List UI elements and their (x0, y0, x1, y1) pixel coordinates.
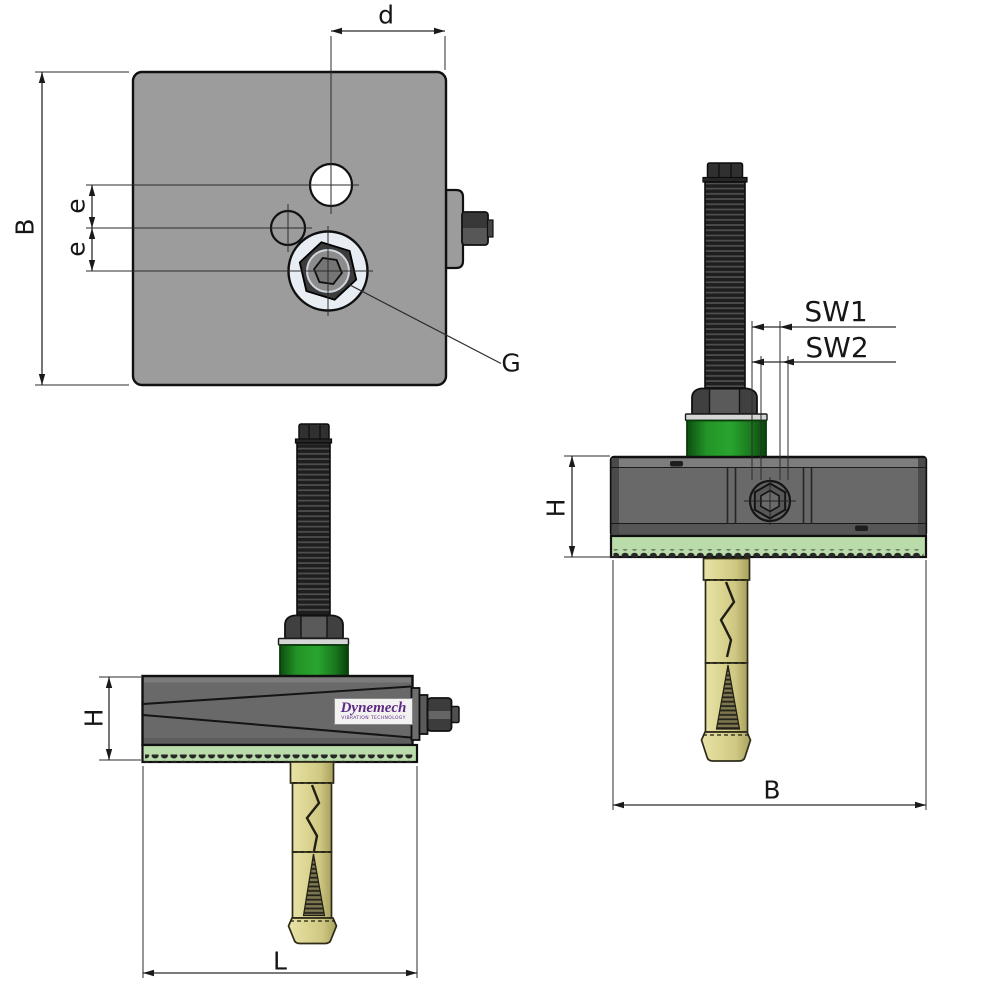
pad-side (609, 534, 928, 559)
dim-label-l: L (273, 946, 287, 976)
side-tab-top-view (444, 188, 465, 270)
dimension-sw1 (751, 321, 896, 480)
side-view (564, 162, 928, 810)
dimension-b-side (612, 560, 927, 810)
washer-front (277, 637, 350, 646)
dim-label-b-top: B (10, 218, 40, 236)
dim-label-e-lower: e (61, 241, 91, 257)
dimension-h-front (99, 676, 141, 761)
green-isolator-front (279, 644, 349, 677)
logo-brand-text: Dynemech (340, 700, 407, 717)
wedge-line-upper (142, 685, 412, 705)
washer-side (684, 413, 768, 422)
hex-nut-front (284, 614, 344, 640)
dimension-sw2 (752, 356, 896, 480)
anchor-tip-side (700, 731, 752, 762)
threaded-rod-side (702, 162, 748, 389)
dim-label-sw2: SW2 (805, 331, 869, 364)
mount-body-side (609, 455, 928, 538)
dimension-d (331, 27, 446, 70)
dim-label-h-side: H (541, 498, 571, 518)
dim-label-h-front: H (79, 708, 109, 728)
top-view (35, 27, 502, 387)
pilot-hole (264, 204, 312, 252)
dim-label-sw1: SW1 (804, 295, 868, 328)
dimension-b-top (35, 71, 129, 386)
leader-line-g (347, 283, 502, 365)
front-view (99, 423, 460, 978)
expansion-wedge-front (302, 853, 326, 917)
levelling-screw-g (283, 226, 373, 316)
anchor-bolt-side (700, 557, 752, 762)
dim-label-e-upper: e (61, 198, 91, 214)
anchor-tip-front (287, 917, 338, 945)
side-adjust-bolt-front (426, 697, 460, 732)
green-isolator-side (686, 419, 767, 460)
dynemech-logo: Dynemech VIBRATION TECHNOLOGY (334, 698, 413, 725)
logo-tagline-text: VIBRATION TECHNOLOGY (341, 716, 406, 722)
dimension-l (142, 766, 418, 978)
dimension-h-side (564, 455, 616, 558)
dimension-e-pair (86, 184, 303, 272)
pad-front (141, 743, 419, 764)
clearance-hole (303, 36, 359, 214)
expansion-wedge-side (715, 664, 741, 730)
side-bolt-top-view (461, 211, 494, 246)
hex-socket-side (744, 477, 796, 525)
dim-label-d: d (378, 0, 394, 30)
wedge-line-lower (142, 714, 412, 739)
anchor-bolt-front (287, 761, 338, 945)
mount-body-front (141, 674, 460, 747)
dim-label-b-side: B (763, 775, 781, 805)
dim-label-g: G (501, 348, 521, 378)
threaded-rod-front (294, 423, 333, 616)
hex-nut-side (691, 387, 758, 415)
